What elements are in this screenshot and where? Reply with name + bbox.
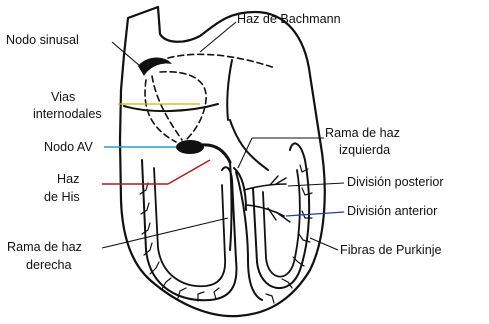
bachmann-bundle — [168, 54, 275, 68]
label-nodo-av: Nodo AV — [44, 140, 93, 154]
pointer-anterior — [286, 212, 344, 216]
label-vias: Vias — [51, 90, 75, 104]
label-de-his: de His — [44, 190, 80, 204]
label-division-posterior: División posterior — [347, 175, 444, 189]
posterior-division — [244, 184, 286, 190]
purkinje-fibers — [140, 165, 312, 303]
av-node-shape — [176, 140, 204, 154]
pointer-posterior — [288, 183, 344, 186]
sinus-node-shape — [138, 58, 172, 77]
interatrial-septum — [227, 60, 232, 120]
pointer-his-join — [168, 160, 210, 184]
label-division-anterior: División anterior — [347, 204, 437, 218]
label-nodo-sinusal: Nodo sinusal — [6, 33, 79, 47]
right-bundle-branch — [230, 162, 232, 250]
label-internodales: internodales — [33, 107, 102, 121]
internodal-pathway-anterior — [160, 72, 206, 140]
right-ventricle-wall — [142, 160, 237, 300]
bundle-of-his — [202, 145, 230, 162]
heart-outline — [120, 7, 325, 316]
pointer-bachmann — [200, 22, 236, 52]
pointer-purkinje — [310, 238, 338, 250]
label-rama-der-2: derecha — [26, 258, 72, 272]
internodal-pathway-middle — [152, 76, 182, 140]
label-haz: Haz — [57, 172, 79, 186]
conduction-system — [138, 54, 290, 250]
label-bachmann: Haz de Bachmann — [237, 12, 341, 26]
label-rama-der-1: Rama de haz — [7, 240, 82, 254]
ventricular-septum — [236, 172, 262, 300]
division-branches — [268, 176, 290, 222]
label-purkinje: Fibras de Purkinje — [340, 243, 442, 257]
purkinje-fibers-right — [140, 183, 219, 301]
pointer-der — [102, 218, 228, 248]
label-rama-izq-1: Rama de haz — [325, 126, 400, 140]
label-rama-izq-2: izquierda — [339, 143, 390, 157]
